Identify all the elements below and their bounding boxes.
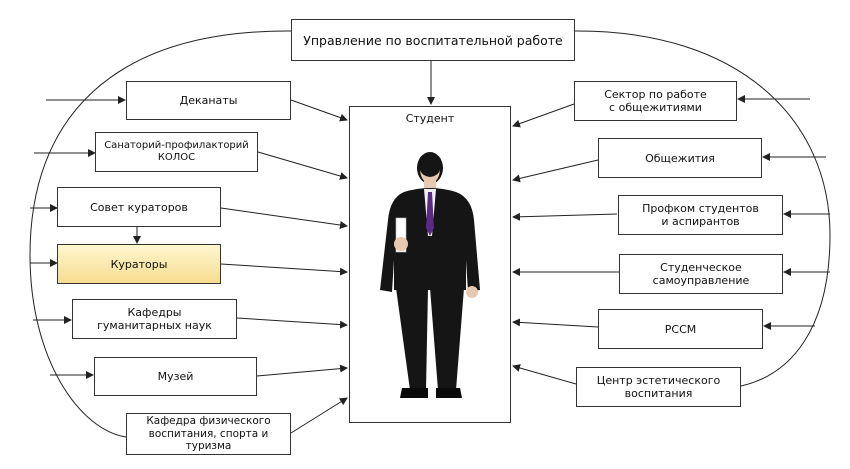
right-box-obshchezhitiya: Общежития <box>598 138 762 178</box>
student-label: Студент <box>405 112 455 125</box>
left-loop-line <box>29 30 292 438</box>
student-silhouette-icon <box>380 152 480 398</box>
right-box-rssm: РССМ <box>598 309 763 349</box>
left-box-sanatoriy: Санаторий-профилакторий КОЛОС <box>95 132 258 172</box>
left-box-dekanaty: Деканаты <box>126 81 291 120</box>
left-box-kafedra-fiz: Кафедра физического воспитания, спорта и… <box>126 413 291 455</box>
right-box-centr-estet: Центр эстетического воспитания <box>576 367 741 407</box>
left-box-muzey: Музей <box>94 357 257 396</box>
right-box-samoupravlenie: Студенческое самоуправление <box>619 254 783 294</box>
right-box-sektor-obshch: Сектор по работе с общежитиями <box>574 81 737 121</box>
left-box-kuratory: Кураторы <box>57 244 221 284</box>
right-box-profkom: Профком студентов и аспирантов <box>618 195 783 235</box>
right-loop-line <box>574 30 831 387</box>
left-box-sovet-kuratorov: Совет кураторов <box>57 187 221 227</box>
left-box-kafedry-gum: Кафедры гуманитарных наук <box>72 299 237 339</box>
top-management-box: Управление по воспитательной работе <box>291 19 575 61</box>
